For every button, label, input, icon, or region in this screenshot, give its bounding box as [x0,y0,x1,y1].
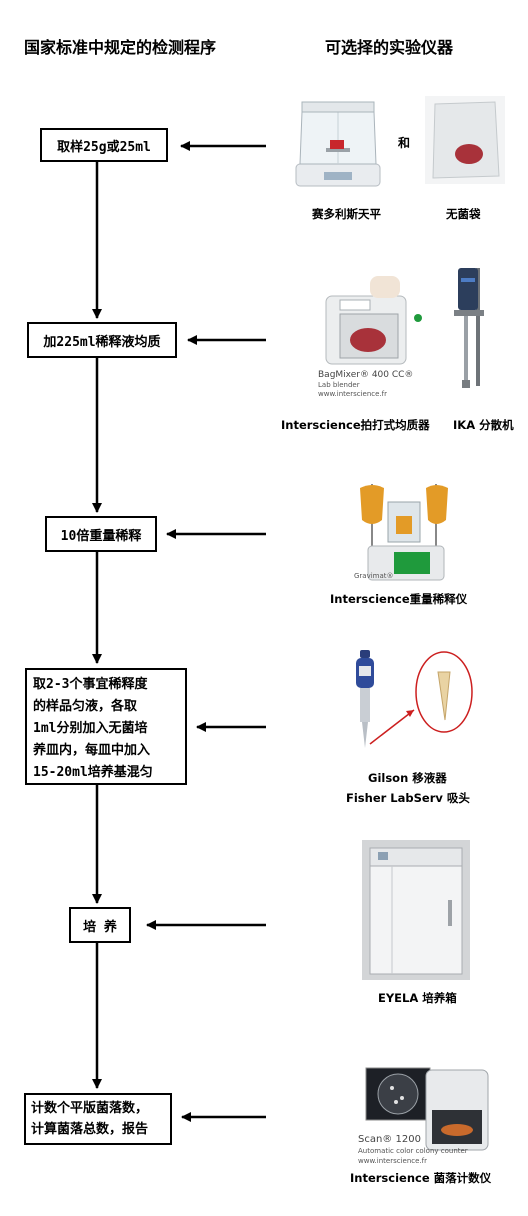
blender-caption: Interscience拍打式均质器 [281,418,430,432]
step-dilution: 10倍重量稀释 [45,516,157,552]
right-column-title: 可选择的实验仪器 [325,38,454,57]
balance-image [295,101,381,187]
step-plating-line-4: 养皿内，每皿中加入 [33,743,151,758]
diluter-caption: Interscience重量稀释仪 [330,592,468,606]
bagmixer-brand: BagMixer® 400 CC® [318,370,414,380]
step-homogenize-text: 加225ml稀释液均质 [43,334,161,350]
diluter-brand: Gravimat® [354,572,394,580]
colony-counter-image [365,1067,489,1151]
step-incubate: 培 养 [69,907,131,943]
step-incubate-text: 培 养 [83,919,117,935]
step-dilution-text: 10倍重量稀释 [60,528,142,544]
bagmixer-sub: Lab blender [318,381,360,389]
incubator-image [362,840,470,980]
disperser-caption: IKA 分散机 [453,418,514,432]
step-sampling-text: 取样25g或25ml [57,139,151,155]
step-sampling: 取样25g或25ml [40,128,168,162]
bag-blender-image [325,276,422,365]
step-count-line-1: 计数个平版菌落数， [31,1101,149,1116]
incubator-caption: EYELA 培养箱 [378,991,457,1005]
step-plating-line-5: 15-20ml培养基混匀 [33,765,153,780]
counter-caption: Interscience 菌落计数仪 [350,1171,492,1185]
balance-caption: 赛多利斯天平 [312,207,381,221]
disperser-image [454,268,484,388]
step-count: 计数个平版菌落数， 计算菌落总数，报告 [24,1093,172,1145]
bag-caption: 无菌袋 [446,207,481,221]
bagmixer-url: www.interscience.fr [318,390,387,398]
step-plating-line-3: 1ml分别加入无菌培 [33,721,148,736]
and-label: 和 [398,136,411,150]
step-plating-line-1: 取2-3个事宜稀释度 [33,677,148,692]
scan-sub: Automatic color colony counter [358,1147,468,1155]
scan-brand: Scan® 1200 [358,1134,421,1145]
step-plating: 取2-3个事宜稀释度 的样品匀液，各取 1ml分别加入无菌培 养皿内，每皿中加入… [25,668,187,785]
pipette-caption-1: Gilson 移液器 [368,771,447,785]
sterile-bag-image [425,96,505,184]
pipette-image [356,650,473,748]
left-column-title: 国家标准中规定的检测程序 [24,38,217,57]
step-homogenize: 加225ml稀释液均质 [27,322,177,358]
step-plating-line-2: 的样品匀液，各取 [33,699,138,714]
step-count-line-2: 计算菌落总数，报告 [31,1122,149,1137]
scan-url: www.interscience.fr [358,1157,427,1165]
diluter-image [352,476,460,586]
pipette-caption-2: Fisher LabServ 吸头 [346,791,470,805]
